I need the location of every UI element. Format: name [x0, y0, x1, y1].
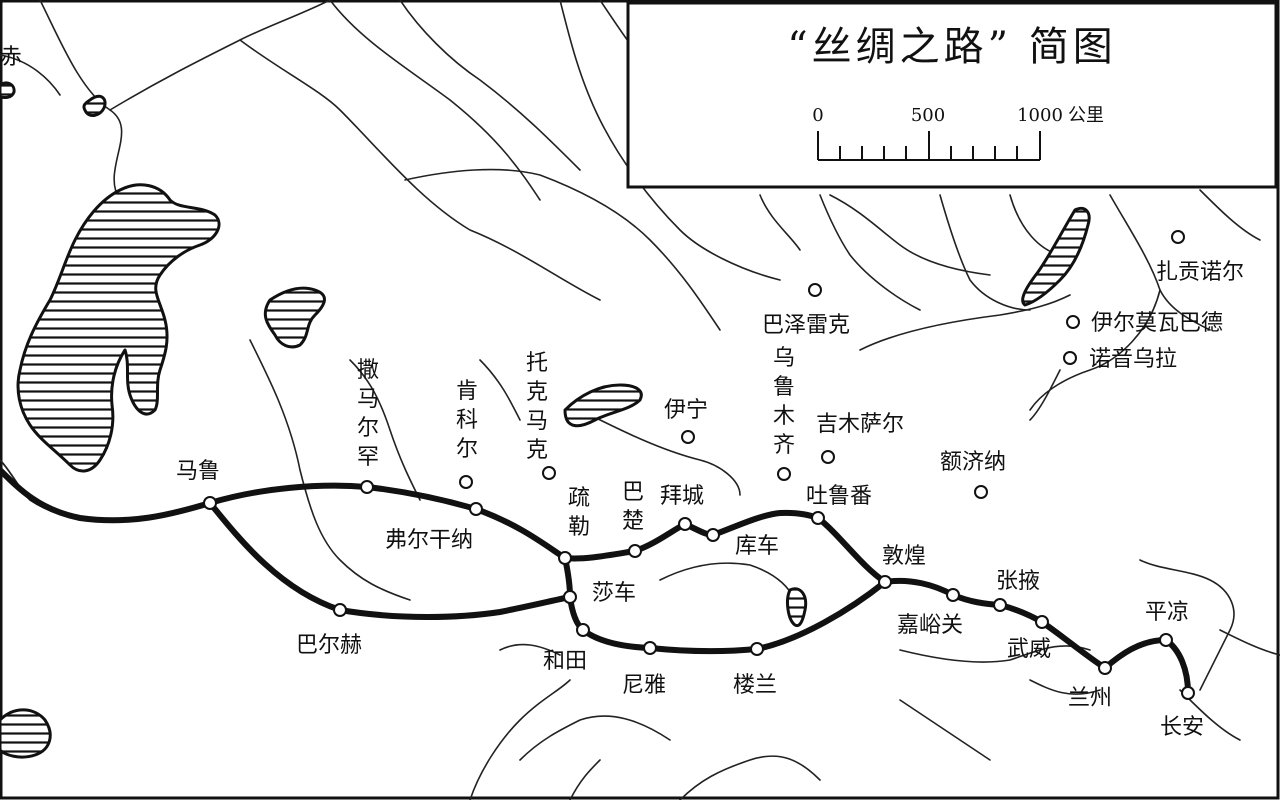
label-kuche: 库车 [735, 534, 779, 559]
label-changan: 长安 [1160, 715, 1204, 740]
label-wulumuqi: 乌鲁木齐 [773, 346, 795, 458]
city-marker-hetian [576, 623, 590, 637]
city-marker-tulufan [811, 511, 825, 525]
city-marker-shule [558, 551, 572, 565]
label-dunhuang: 敦煌 [882, 544, 926, 569]
city-marker-pingliang [1159, 633, 1173, 647]
city-marker-loulan [750, 642, 764, 656]
route-lanzhou-changan [1102, 637, 1191, 696]
label-ejina: 额济纳 [940, 450, 1006, 475]
city-marker-baicheng [678, 517, 692, 531]
aral-sea [263, 286, 326, 349]
city-marker-jiayuguan [946, 588, 960, 602]
label-lanzhou: 兰州 [1068, 686, 1112, 711]
city-marker-dunhuang [878, 575, 892, 589]
southwest-lake [0, 708, 52, 759]
label-bachu: 巴楚 [622, 480, 644, 534]
label-yiermowabade: 伊尔莫瓦巴德 [1091, 311, 1223, 336]
scale-label-1000: 1000 [1017, 105, 1063, 126]
scale-bar [817, 131, 1041, 161]
route-tulufan-dunhuang [815, 515, 888, 585]
city-marker-wulumuqi [777, 467, 791, 481]
city-labels: 赤 马鲁 巴尔赫 弗尔干纳 拜城 库车 伊宁 莎车 和田 尼雅 楼兰 吉木萨尔 … [0, 45, 1244, 740]
label-edge-chi: 赤 [0, 45, 22, 70]
northwest-lake [0, 81, 16, 99]
city-marker-niya [643, 641, 657, 655]
city-marker-bazeleike [808, 283, 822, 297]
label-jimusaer: 吉木萨尔 [816, 412, 904, 437]
lop-nur-lake [786, 587, 808, 628]
city-marker-changan [1181, 686, 1195, 700]
label-shache: 莎车 [592, 581, 636, 606]
label-tulufan: 吐鲁番 [806, 484, 872, 509]
label-loulan: 楼兰 [733, 673, 777, 698]
city-marker-lanzhou [1098, 661, 1112, 675]
city-marker-kenkeer [459, 475, 473, 489]
label-wuwei: 武威 [1007, 637, 1051, 662]
city-marker-fuergan [469, 502, 483, 516]
label-zhangye: 张掖 [996, 569, 1040, 594]
label-niya: 尼雅 [622, 673, 666, 698]
scale-label-500: 500 [911, 105, 945, 126]
label-nuoyinwula: 诺音乌拉 [1089, 347, 1177, 372]
city-marker-shache [563, 590, 577, 604]
city-markers [203, 230, 1195, 700]
city-marker-samaerhan [360, 480, 374, 494]
label-samaerhan: 撒马尔罕 [357, 358, 379, 470]
route-north-west [0, 467, 568, 561]
label-kenkeer: 肯科尔 [456, 379, 478, 462]
label-bazeleike: 巴泽雷克 [762, 313, 850, 338]
city-marker-zhagongnuoer [1171, 230, 1185, 244]
route-south-west [207, 500, 573, 620]
label-hetian: 和田 [543, 649, 587, 674]
city-marker-yining [681, 430, 695, 444]
city-marker-zhangye [993, 598, 1007, 612]
route-central [562, 509, 821, 562]
label-fuergan: 弗尔干纳 [385, 528, 473, 553]
legend-box: “丝绸之路” 简图 0 500 1000 公里 [626, 1, 1278, 189]
city-marker-yiermowabade [1066, 315, 1080, 329]
legend-frame [626, 1, 1278, 189]
baikal-lake [1021, 206, 1091, 307]
label-yining: 伊宁 [664, 398, 708, 423]
city-marker-jimusaer [821, 450, 835, 464]
label-baicheng: 拜城 [660, 484, 704, 509]
city-marker-tuokemake [542, 466, 556, 480]
city-marker-malu [203, 496, 217, 510]
city-marker-ejina [974, 485, 988, 499]
scale-unit: 公里 [1068, 105, 1104, 126]
label-malu: 马鲁 [176, 459, 220, 484]
label-baerhe: 巴尔赫 [296, 633, 362, 658]
caspian-sea [16, 183, 221, 473]
city-marker-wuwei [1035, 615, 1049, 629]
city-marker-nuoyinwula [1063, 351, 1077, 365]
city-marker-baerhe [333, 603, 347, 617]
city-marker-kuche [706, 528, 720, 542]
scale-label-0: 0 [812, 105, 823, 126]
issyk-kul-lake [563, 383, 643, 428]
label-pingliang: 平凉 [1145, 600, 1189, 625]
map-title: “丝绸之路” 简图 [787, 24, 1117, 70]
north-small-lake [82, 94, 107, 117]
label-zhagongnuoer: 扎贡诺尔 [1156, 260, 1244, 285]
city-marker-bachu [628, 544, 642, 558]
label-jiayuguan: 嘉峪关 [897, 613, 963, 638]
label-shule: 疏勒 [568, 486, 590, 540]
label-tuokemake: 托克马克 [526, 351, 548, 463]
vertical-city-labels: 撒马尔罕 肯科尔 托克马克 疏勒 巴楚 乌鲁木齐 [357, 346, 795, 540]
